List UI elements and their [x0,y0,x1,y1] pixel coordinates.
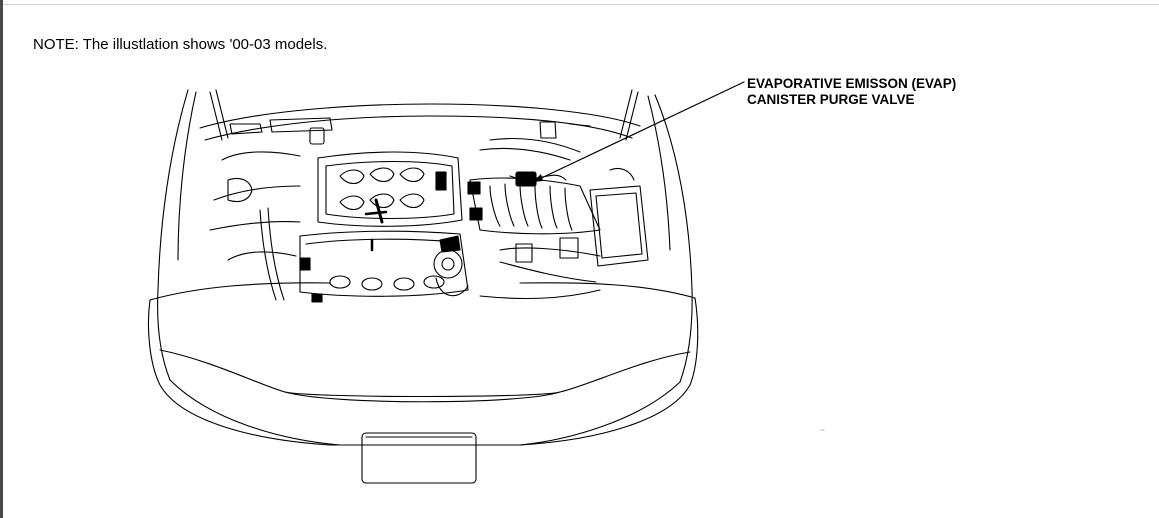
model-note: NOTE: The illustlation shows '00-03 mode… [33,36,328,53]
callout-line-2: CANISTER PURGE VALVE [747,92,915,107]
component-callout-label: EVAPORATIVE EMISSON (EVAP) CANISTER PURG… [747,76,956,108]
page-top-rule [3,4,1159,5]
engine-compartment [199,103,649,303]
callout-line-1: EVAPORATIVE EMISSON (EVAP) [747,76,957,91]
car-body-outline [147,89,699,484]
page-left-border [0,0,3,518]
callout-leader-line [532,81,745,183]
